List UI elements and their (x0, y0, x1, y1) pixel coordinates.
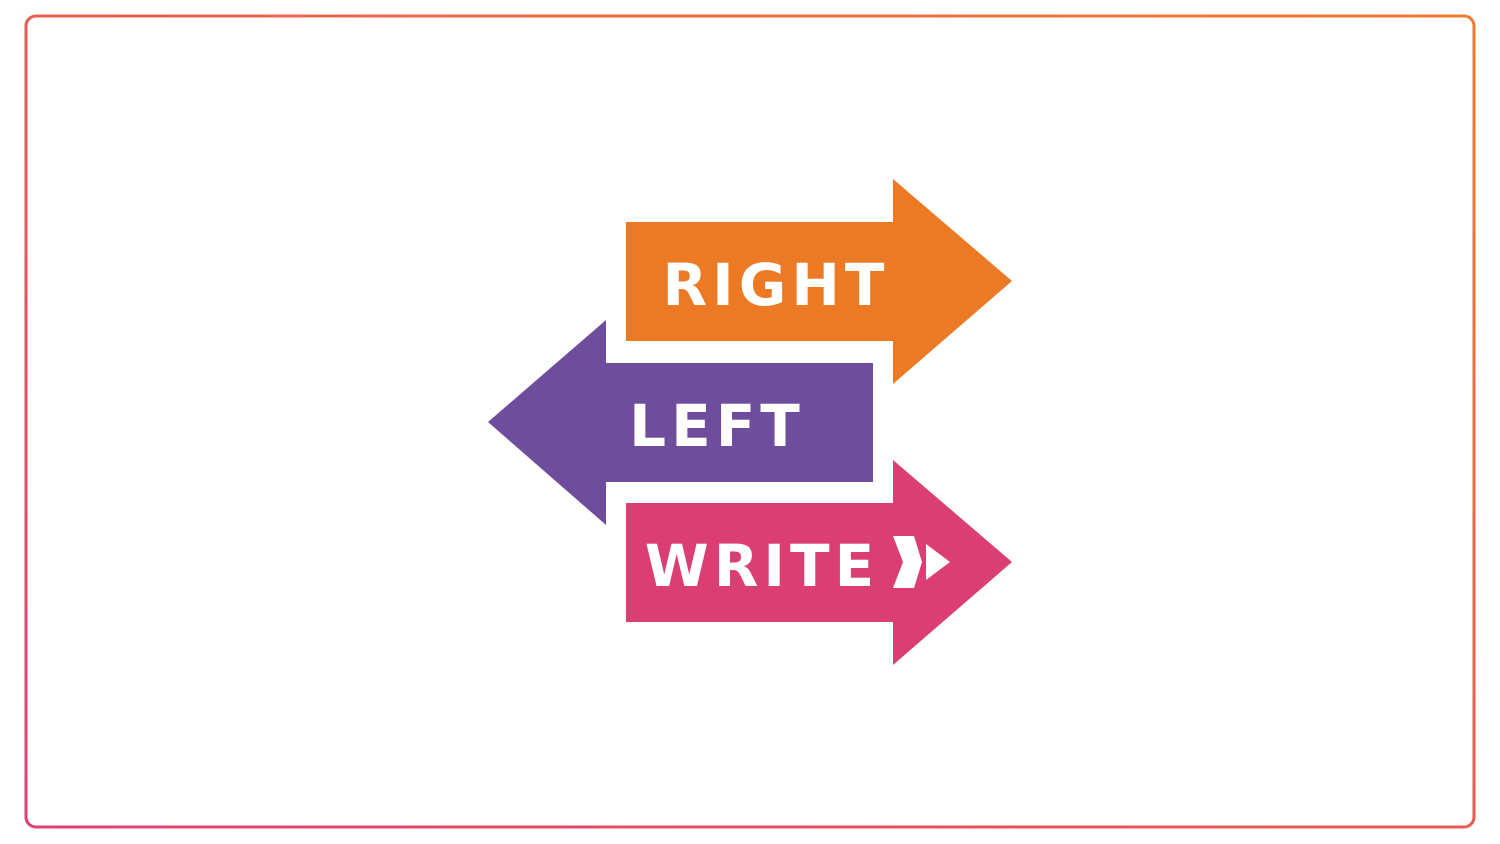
arrow-left: LEFT (488, 320, 873, 525)
frame-border (24, 14, 1476, 829)
arrow-right-shape (626, 179, 1012, 384)
arrow-left-label: LEFT (629, 392, 805, 460)
pencil-tip-icon (893, 536, 950, 588)
arrow-write: WRITE (626, 460, 1012, 665)
arrow-left-shape (488, 320, 873, 525)
arrow-right: RIGHT (626, 179, 1012, 384)
arrow-write-shape (626, 460, 1012, 665)
arrow-write-label: WRITE (645, 532, 879, 600)
arrow-right-label: RIGHT (663, 251, 890, 319)
